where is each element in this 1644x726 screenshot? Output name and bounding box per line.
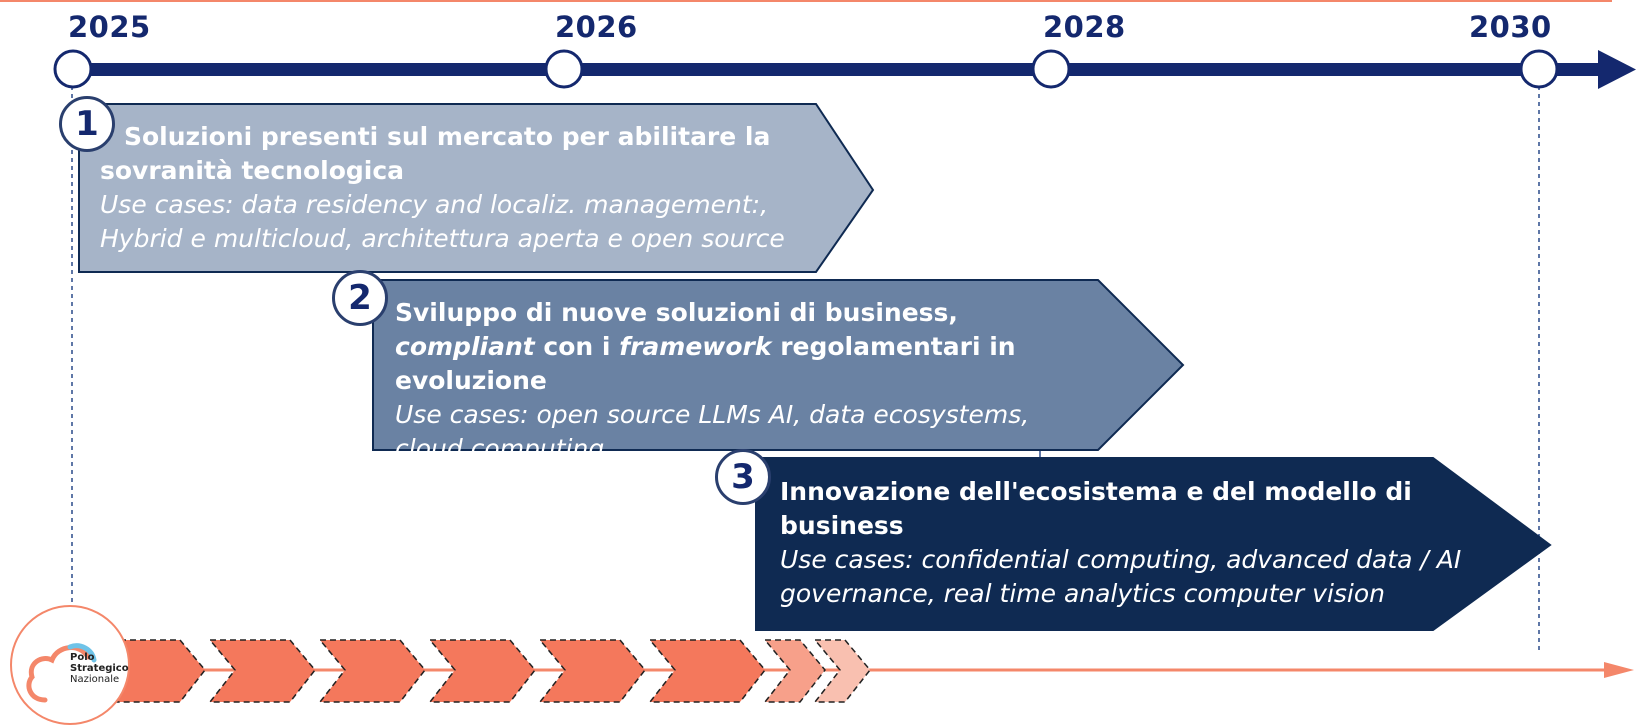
year-label-2030: 2030 bbox=[1469, 10, 1552, 44]
phase-2-title: Sviluppo di nuove soluzioni di business,… bbox=[395, 296, 1095, 398]
phase-1-number: 1 bbox=[59, 96, 115, 152]
milestone-2025 bbox=[53, 49, 93, 89]
year-label-2025: 2025 bbox=[68, 10, 151, 44]
top-accent-line bbox=[0, 0, 1612, 2]
year-label-2028: 2028 bbox=[1043, 10, 1126, 44]
logo-line-1: Polo bbox=[70, 652, 95, 663]
phase-2-title-em1: compliant bbox=[395, 332, 535, 361]
progress-arrowhead bbox=[1604, 662, 1634, 678]
phase-2-title-em2: framework bbox=[619, 332, 772, 361]
year-label-2026: 2026 bbox=[555, 10, 638, 44]
timeline-arrowhead bbox=[1598, 50, 1636, 89]
phase-1-text: Soluzioni presenti sul mercato per abili… bbox=[100, 120, 840, 256]
polo-strategico-logo: Polo Strategico Nazionale bbox=[10, 605, 130, 725]
logo-text: Polo Strategico Nazionale bbox=[70, 652, 129, 685]
phase-2-number: 2 bbox=[332, 270, 388, 326]
milestone-2030 bbox=[1519, 49, 1559, 89]
phase-1-title: Soluzioni presenti sul mercato per abili… bbox=[100, 122, 771, 185]
phase-2-use-cases: Use cases: open source LLMs AI, data eco… bbox=[395, 400, 1030, 463]
phase-3-use-cases: Use cases: confidential computing, advan… bbox=[780, 545, 1462, 608]
phase-2-title-part3: regolamentari in evoluzione bbox=[395, 332, 1016, 395]
phase-1-arrow bbox=[78, 103, 875, 273]
phase-2-title-part1: Sviluppo di nuove soluzioni di business, bbox=[395, 298, 958, 327]
cloud-icon bbox=[26, 643, 97, 703]
milestone-2028 bbox=[1031, 49, 1071, 89]
logo-line-2: Strategico bbox=[70, 663, 129, 674]
phase-3-arrow bbox=[755, 457, 1552, 631]
phase-2-title-part2: con i bbox=[534, 332, 620, 361]
logo-line-3: Nazionale bbox=[70, 674, 120, 685]
phase-3-number: 3 bbox=[715, 449, 771, 505]
phase-3-text: Innovazione dell'ecosistema e del modell… bbox=[780, 475, 1480, 611]
milestone-2026 bbox=[544, 49, 584, 89]
timeline-bar bbox=[72, 63, 1602, 76]
phase-1-use-cases: Use cases: data residency and localiz. m… bbox=[100, 190, 785, 253]
phase-3-title: Innovazione dell'ecosistema e del modell… bbox=[780, 477, 1412, 540]
phase-2-text: Sviluppo di nuove soluzioni di business,… bbox=[395, 296, 1095, 466]
phase-2-arrow bbox=[372, 279, 1185, 451]
